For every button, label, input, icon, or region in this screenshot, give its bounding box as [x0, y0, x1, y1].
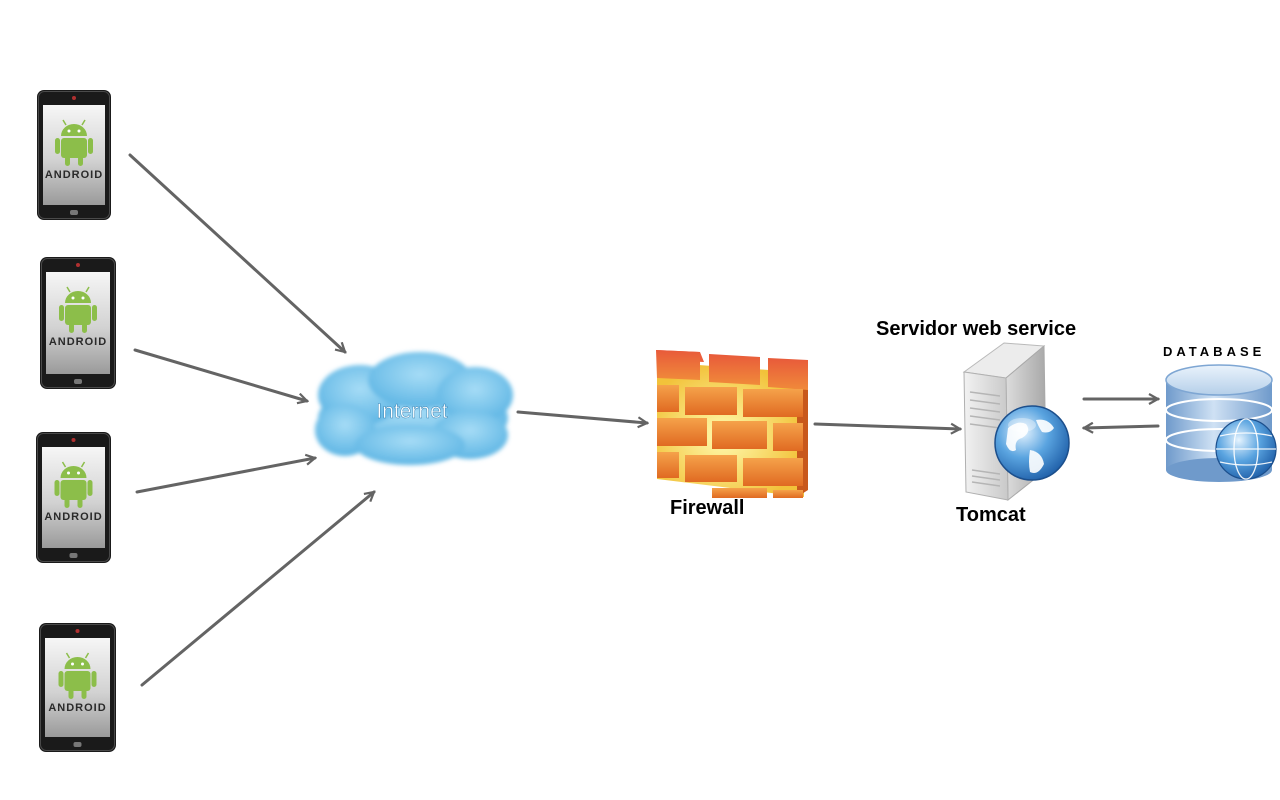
globe-icon: [994, 405, 1070, 481]
edge-database-server: [1084, 426, 1160, 428]
android-robot-icon: [59, 286, 97, 333]
android-robot-icon: [54, 461, 93, 508]
database-icon: [1165, 364, 1277, 482]
phone-1: ANDROID: [37, 90, 111, 220]
edge-internet-firewall: [516, 410, 647, 423]
server-icon: [962, 342, 1070, 502]
edge-phone-3-internet: [135, 458, 315, 494]
internet-cloud: Internet: [315, 352, 513, 465]
android-logo-text: ANDROID: [49, 336, 107, 348]
edge-phone-2-internet: [133, 348, 307, 401]
android-logo-text: ANDROID: [44, 511, 102, 523]
android-robot-icon: [58, 652, 97, 699]
database-globe-icon: [1215, 418, 1277, 480]
phone-4: ANDROID: [39, 623, 116, 752]
phone-2: ANDROID: [40, 257, 116, 389]
server-label: Tomcat: [956, 504, 1026, 526]
edge-phone-1-internet: [128, 153, 345, 352]
firewall-label: Firewall: [670, 497, 745, 519]
android-robot-icon: [55, 119, 93, 166]
database-label: DATABASE: [1163, 344, 1266, 359]
edge-firewall-server: [813, 422, 960, 429]
android-logo-text: ANDROID: [45, 169, 103, 181]
firewall-icon: [656, 350, 808, 498]
server-title: Servidor web service: [876, 318, 1077, 340]
android-logo-text: ANDROID: [48, 702, 106, 714]
phone-3: ANDROID: [36, 432, 111, 563]
edge-phone-4-internet: [140, 490, 374, 687]
internet-label: Internet: [376, 400, 447, 423]
